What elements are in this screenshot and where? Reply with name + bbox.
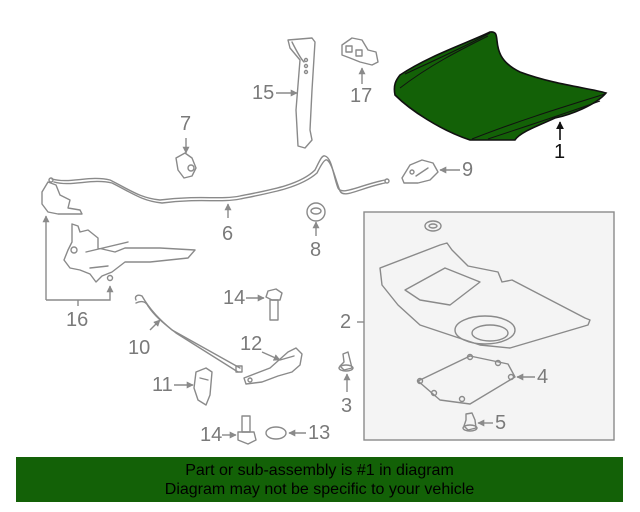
bolt-part-upper[interactable] — [265, 288, 283, 321]
callout-3[interactable]: 3 — [341, 395, 353, 417]
parts-diagram — [41, 31, 615, 445]
support-rod-part[interactable] — [134, 294, 243, 373]
rod-holder-part[interactable] — [193, 367, 213, 406]
callout-9[interactable]: 9 — [462, 159, 474, 181]
callout-7[interactable]: 7 — [180, 113, 192, 135]
callout-17[interactable]: 17 — [350, 85, 373, 107]
grommet-part[interactable] — [306, 202, 326, 222]
callout-6[interactable]: 6 — [222, 223, 234, 245]
callout-10[interactable]: 10 — [128, 337, 151, 359]
hinge-part[interactable] — [243, 347, 303, 385]
callout-16[interactable]: 16 — [66, 309, 89, 331]
callout-5[interactable]: 5 — [495, 412, 507, 434]
release-cable-part[interactable] — [48, 155, 390, 204]
callout-14-upper[interactable]: 14 — [223, 287, 246, 309]
callout-1[interactable]: 1 — [554, 141, 566, 163]
callout-11[interactable]: 11 — [152, 374, 173, 396]
latch-assembly-part[interactable] — [41, 181, 196, 283]
callout-15[interactable]: 15 — [252, 82, 275, 104]
lock-support-part[interactable] — [401, 159, 439, 184]
insulator-pad-part[interactable] — [417, 355, 516, 405]
retainer-part[interactable] — [463, 412, 477, 431]
seal-ring-part[interactable] — [265, 426, 287, 440]
bracket-part[interactable] — [341, 37, 379, 66]
callout-12[interactable]: 12 — [240, 333, 263, 355]
info-banner: Part or sub-assembly is #1 in diagram Di… — [16, 457, 623, 502]
callout-2[interactable]: 2 — [340, 311, 352, 333]
callout-14-lower[interactable]: 14 — [200, 424, 223, 446]
clip-part[interactable] — [338, 351, 354, 372]
banner-line-1: Part or sub-assembly is #1 in diagram — [185, 462, 454, 479]
handle-part[interactable] — [175, 152, 197, 179]
callout-13[interactable]: 13 — [308, 422, 331, 444]
callout-4[interactable]: 4 — [537, 366, 549, 388]
hood-part[interactable] — [393, 31, 608, 141]
lock-support-bracket-part[interactable] — [287, 37, 316, 149]
banner-line-2: Diagram may not be specific to your vehi… — [164, 481, 475, 498]
insulator-part[interactable] — [379, 242, 591, 349]
bolt-part-lower[interactable] — [237, 415, 257, 445]
callout-8[interactable]: 8 — [310, 239, 322, 261]
insulator-group-box — [363, 211, 615, 441]
